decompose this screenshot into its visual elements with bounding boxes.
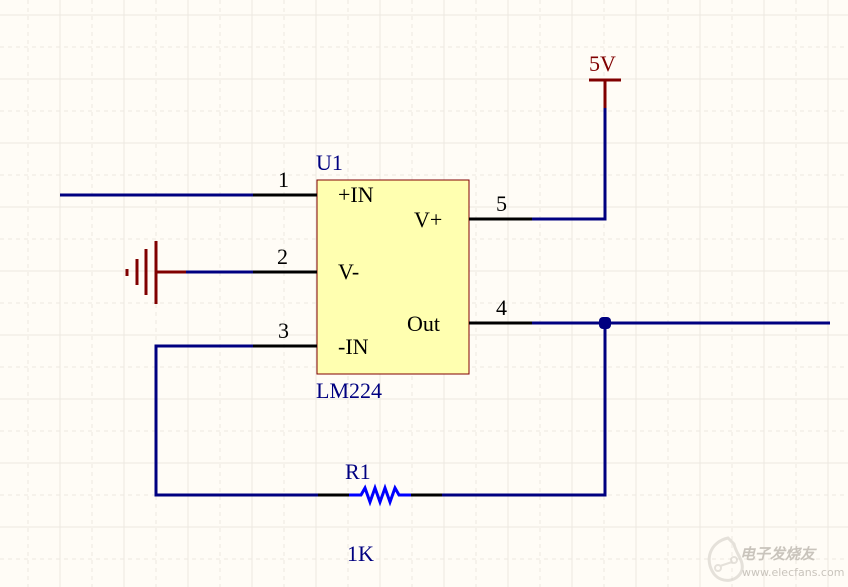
watermark-title: 电子发烧友 xyxy=(740,545,816,563)
pin-2-name: V- xyxy=(338,259,360,284)
watermark-logo-icon xyxy=(707,536,744,582)
wire-vplus[interactable] xyxy=(532,108,607,221)
pin-1-name: +IN xyxy=(338,182,374,207)
wire-feedback-right[interactable] xyxy=(442,323,607,497)
r1-designator: R1 xyxy=(345,459,371,484)
power-port-icon[interactable] xyxy=(589,78,621,108)
pin-2-number: 2 xyxy=(277,244,288,269)
resistor-icon[interactable] xyxy=(349,483,411,507)
r1-value: 1K xyxy=(347,541,374,566)
power-net-label: 5V xyxy=(589,51,616,76)
pin-1-number: 1 xyxy=(278,167,289,192)
wires xyxy=(60,108,830,497)
pins xyxy=(253,193,532,497)
u1-body[interactable] xyxy=(316,179,470,375)
pin-3-name: -IN xyxy=(338,334,369,359)
pin-3-number: 3 xyxy=(278,318,289,343)
u1-designator: U1 xyxy=(316,150,343,175)
u1-part-number: LM224 xyxy=(316,378,382,403)
wire-feedback[interactable] xyxy=(154,344,318,497)
pin-5-number: 5 xyxy=(496,191,507,216)
ground-icon[interactable] xyxy=(125,241,186,304)
pin-4-name: Out xyxy=(407,311,440,336)
junction-dot xyxy=(599,317,611,329)
pin-5-name: V+ xyxy=(414,207,443,232)
watermark-url: www.elecfans.com xyxy=(742,566,845,579)
pin-4-number: 4 xyxy=(496,295,507,320)
